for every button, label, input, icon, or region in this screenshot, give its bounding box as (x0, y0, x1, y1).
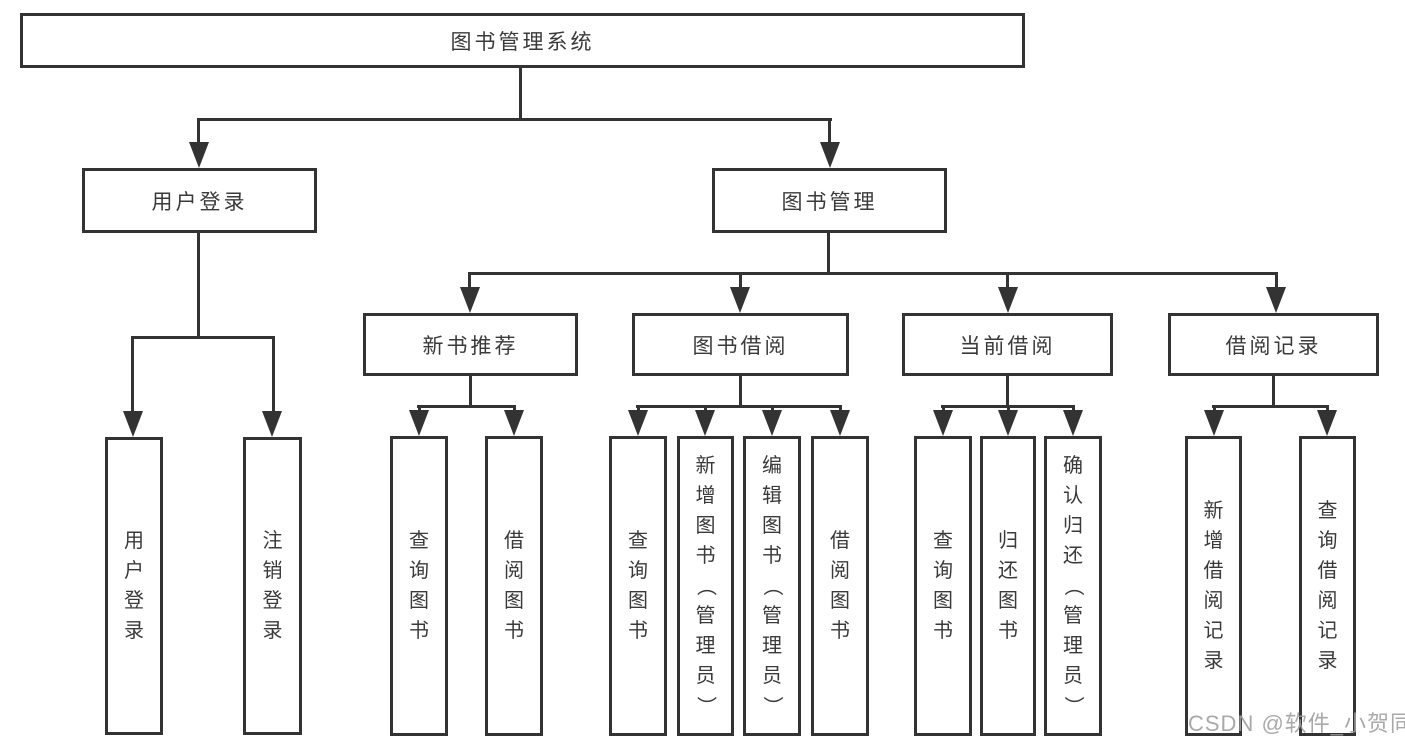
arrow-down-icon (1317, 410, 1337, 436)
node-label: 查询图书 (409, 530, 429, 642)
leaf-bb-query-book: 查询图书 (609, 436, 667, 736)
arrow-down-icon (1063, 410, 1083, 436)
connector-tail (771, 405, 774, 413)
node-label: 图书借阅 (692, 334, 789, 358)
node-label: 查询图书 (933, 530, 953, 642)
node-label: 确认归还（管理员） (1062, 455, 1084, 716)
arrow-down-icon (1204, 410, 1224, 436)
arrow-down-icon (998, 410, 1018, 436)
leaf-cb-return-book: 归还图书 (980, 436, 1036, 736)
connector-tail (513, 405, 516, 413)
connector-borrow-record-spread (1212, 405, 1329, 408)
leaf-br-add-record: 新增借阅记录 (1185, 436, 1242, 736)
connector-tail (1213, 405, 1216, 413)
leaf-user-login: 用户登录 (105, 437, 163, 735)
leaf-br-query-record: 查询借阅记录 (1299, 436, 1356, 736)
node-label: 注销登录 (262, 530, 283, 642)
leaf-bb-add-book-admin: 新增图书（管理员） (677, 436, 734, 736)
arrow-down-icon (933, 410, 953, 436)
connector-level3-spread (468, 272, 1278, 275)
connector-tail-book-borrow (739, 272, 742, 289)
leaf-bb-edit-book-admin: 编辑图书（管理员） (743, 436, 801, 736)
arrow-down-icon (998, 287, 1018, 313)
node-label: 当前借阅 (959, 334, 1056, 358)
connector-tail (418, 405, 421, 413)
leaf-nb-query-book: 查询图书 (390, 436, 448, 736)
connector-tail (942, 405, 945, 413)
node-label: 图书管理系统 (450, 30, 595, 54)
arrow-down-icon (762, 410, 782, 436)
arrow-down-icon (695, 410, 715, 436)
node-root: 图书管理系统 (20, 13, 1025, 68)
node-label: 用户登录 (124, 530, 144, 642)
node-label: 借阅图书 (830, 530, 850, 642)
node-label: 用户登录 (151, 190, 248, 214)
connector-book-mgmt-down (827, 233, 830, 272)
arrow-down-icon (1266, 287, 1286, 313)
node-label: 图书管理 (781, 190, 878, 214)
connector-tail (839, 405, 842, 413)
leaf-cb-query-book: 查询图书 (914, 436, 972, 736)
leaf-bb-borrow-book: 借阅图书 (811, 436, 869, 736)
leaf-cb-confirm-return-admin: 确认归还（管理员） (1044, 436, 1102, 736)
connector-new-book-spread (417, 405, 515, 408)
connector-tail (1326, 405, 1329, 413)
arrow-down-icon (123, 411, 143, 437)
arrow-down-icon (262, 411, 282, 437)
node-label: 编辑图书（管理员） (761, 455, 783, 716)
node-label: 借阅记录 (1225, 334, 1322, 358)
connector-book-borrow-spread (636, 405, 841, 408)
arrow-down-icon (730, 287, 750, 313)
node-label: 新书推荐 (422, 334, 519, 358)
connector-borrow-record-down (1272, 376, 1275, 405)
connector-book-borrow-down (739, 376, 742, 405)
connector-tail (1007, 405, 1010, 413)
connector-tail-borrow-record (1275, 272, 1278, 289)
arrow-down-icon (189, 142, 209, 168)
node-user-login: 用户登录 (82, 168, 317, 233)
node-label: 新增借阅记录 (1203, 500, 1224, 672)
node-label: 查询图书 (628, 530, 648, 642)
node-label: 归还图书 (998, 530, 1018, 642)
connector-tail-book-mgmt (828, 118, 831, 145)
arrow-down-icon (830, 410, 850, 436)
node-borrow-record: 借阅记录 (1168, 313, 1379, 376)
connector-tail-leaf-logout (272, 336, 275, 412)
arrow-down-icon (409, 410, 429, 436)
connector-tail-user-login (197, 118, 200, 145)
connector-tail-current-borrow (1006, 272, 1009, 289)
node-label: 借阅图书 (504, 530, 524, 642)
arrow-down-icon (820, 142, 840, 168)
node-label: 新增图书（管理员） (694, 455, 717, 716)
connector-user-login-down (197, 233, 200, 336)
connector-level2-spread (197, 118, 832, 121)
leaf-logout-login: 注销登录 (243, 437, 302, 735)
connector-tail-leaf-user-login (131, 336, 134, 412)
csdn-watermark: CSDN @软件_小贺同学 (1188, 711, 1405, 736)
connector-current-borrow-down (1006, 376, 1009, 405)
connector-root-down (519, 68, 522, 118)
connector-tail (637, 405, 640, 413)
arrow-down-icon (504, 410, 524, 436)
connector-tail (1072, 405, 1075, 413)
node-current-borrow: 当前借阅 (902, 313, 1113, 376)
connector-new-book-down (469, 376, 472, 405)
connector-user-login-spread (131, 336, 275, 339)
node-new-book-recommend: 新书推荐 (363, 313, 578, 376)
connector-tail-new-book (468, 272, 471, 289)
node-book-borrow: 图书借阅 (632, 313, 849, 376)
node-label: 查询借阅记录 (1317, 500, 1338, 672)
node-book-mgmt: 图书管理 (712, 168, 947, 233)
connector-tail (704, 405, 707, 413)
arrow-down-icon (460, 287, 480, 313)
arrow-down-icon (628, 410, 648, 436)
leaf-nb-borrow-book: 借阅图书 (485, 436, 543, 736)
